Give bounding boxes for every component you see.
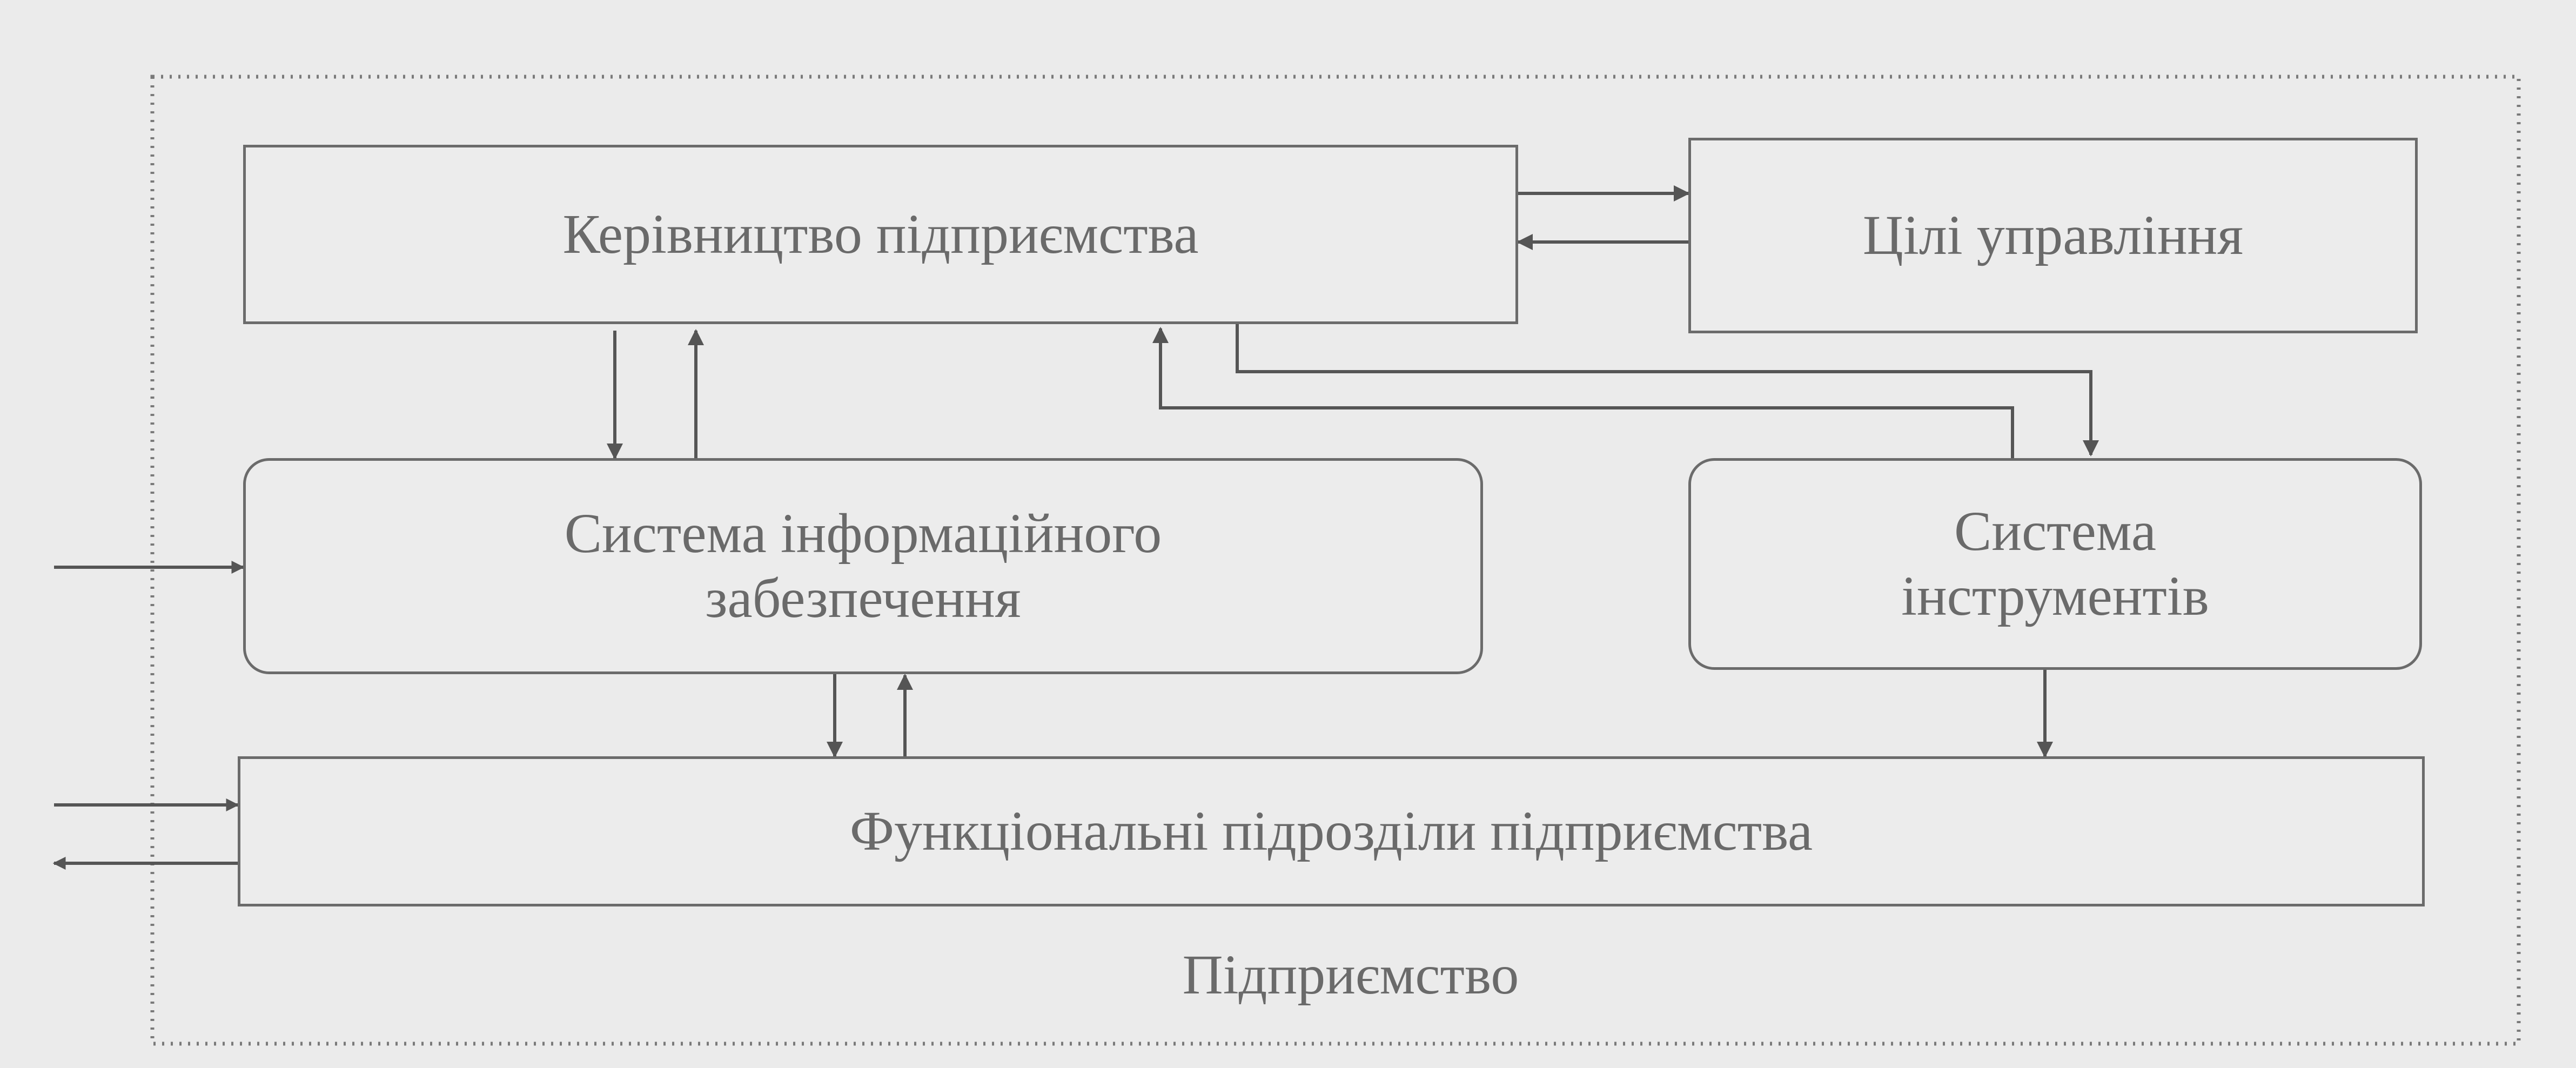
tools-system-label: Система інструментів <box>1901 500 2209 627</box>
arrow-tools-to-management <box>1152 327 2014 458</box>
tools-system-box: Система інструментів <box>1688 458 2422 670</box>
enterprise-label: Підприємство <box>1182 944 1519 1006</box>
management-label: Керівництво підприємства <box>562 203 1199 266</box>
functional-units-label: Функціональні підрозділи підприємства <box>849 800 1813 863</box>
arrow-management-to-tools <box>1236 324 2099 456</box>
functional-units-box: Функціональні підрозділи підприємства <box>238 756 2425 906</box>
info-system-box: Система інформаційного забезпечення <box>243 458 1483 674</box>
management-box: Керівництво підприємства <box>243 145 1518 324</box>
info-system-label: Система інформаційного забезпечення <box>564 502 1162 629</box>
goals-box: Цілі управління <box>1688 138 2418 333</box>
goals-label: Цілі управління <box>1862 204 2244 267</box>
